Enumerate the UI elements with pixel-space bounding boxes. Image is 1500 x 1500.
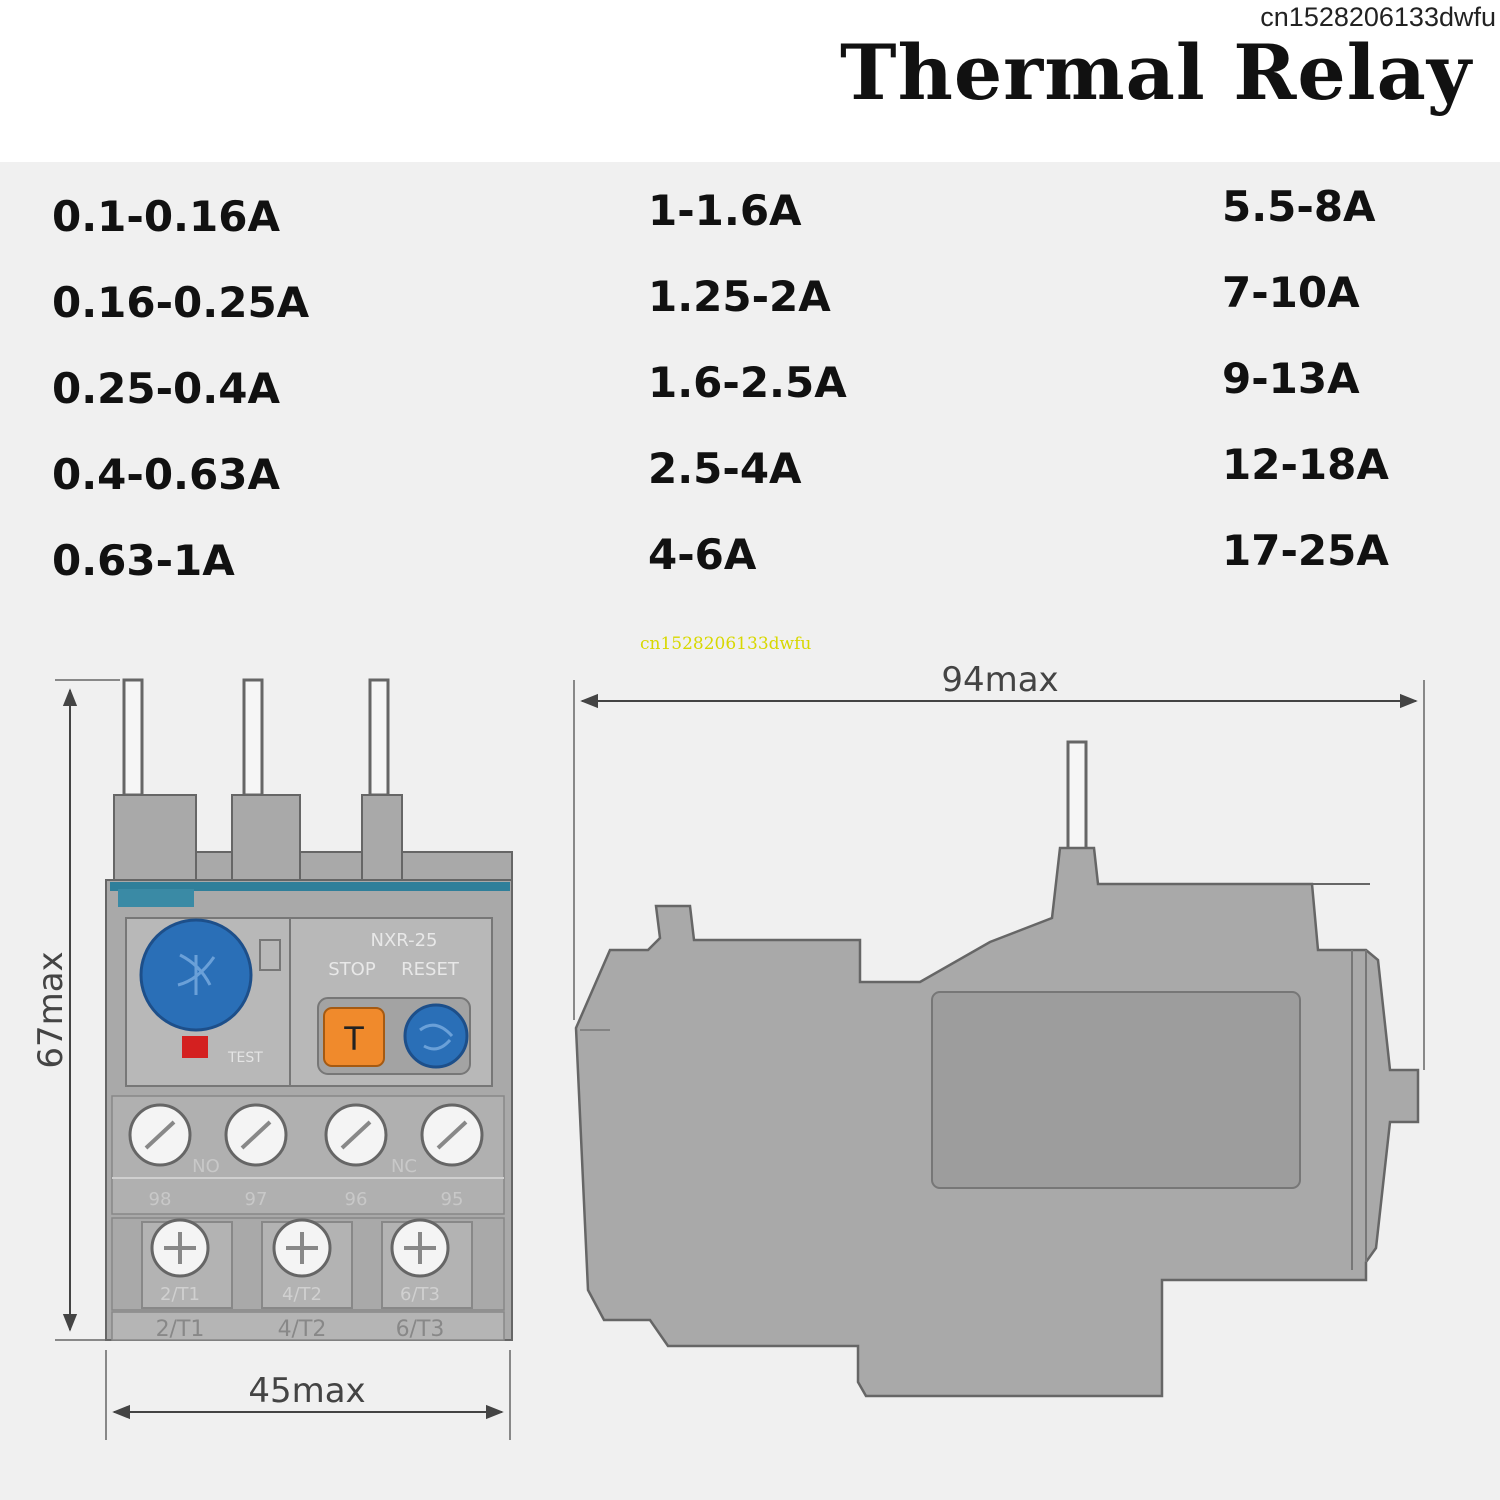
height-dimension-label: 67max	[31, 951, 71, 1068]
page-title: Thermal Relay	[840, 28, 1472, 117]
aux-nc-label: NC	[391, 1156, 417, 1177]
range-item: 9-13A	[1222, 354, 1360, 403]
test-button-label: T	[343, 1020, 364, 1058]
range-item: 0.16-0.25A	[52, 278, 310, 327]
main-terminal-label: 6/T3	[396, 1317, 445, 1342]
range-item: 4-6A	[648, 530, 757, 579]
range-item: 7-10A	[1222, 268, 1360, 317]
depth-dimension-label: 94max	[941, 660, 1058, 700]
range-item: 1.25-2A	[648, 272, 831, 321]
range-item: 0.4-0.63A	[52, 450, 280, 499]
range-item: 0.1-0.16A	[52, 192, 280, 241]
range-item: 5.5-8A	[1222, 182, 1376, 231]
main-terminal-label: 2/T1	[156, 1317, 205, 1342]
teal-accent-strip	[110, 882, 510, 891]
test-label: TEST	[227, 1050, 263, 1066]
range-item: 2.5-4A	[648, 444, 802, 493]
range-item: 0.25-0.4A	[52, 364, 280, 413]
side-recess	[931, 991, 1301, 1189]
aux-no-label: NO	[192, 1156, 220, 1177]
side-view: 94max	[573, 660, 1425, 1398]
test-button	[323, 1007, 385, 1067]
range-column-1: 0.1-0.16A 0.16-0.25A 0.25-0.4A 0.4-0.63A…	[52, 192, 309, 622]
aux-terminal-label: 97	[245, 1189, 268, 1210]
reset-label: RESET	[401, 959, 460, 980]
main-terminal-label: 6/T3	[400, 1284, 440, 1305]
current-range-list: 0.1-0.16A 0.16-0.25A 0.25-0.4A 0.4-0.63A…	[0, 162, 1500, 632]
model-label: NXR-25	[371, 930, 438, 951]
aux-terminal-label: 96	[345, 1189, 368, 1210]
range-item: 1-1.6A	[648, 186, 802, 235]
mid-watermark: cn1528206133dwfu	[640, 634, 812, 654]
range-item: 0.63-1A	[52, 536, 235, 585]
main-terminal-label: 2/T1	[160, 1284, 200, 1305]
width-dimension-label: 45max	[248, 1371, 365, 1411]
aux-terminal-label: 95	[441, 1189, 464, 1210]
aux-terminal-label: 98	[149, 1189, 172, 1210]
range-column-3: 5.5-8A 7-10A 9-13A 12-18A 17-25A	[1222, 182, 1389, 612]
range-column-2: 1-1.6A 1.25-2A 1.6-2.5A 2.5-4A 4-6A	[648, 186, 847, 616]
stop-label: STOP	[328, 959, 376, 980]
terminal-pin	[122, 678, 144, 797]
front-view: 67max 45max TEST NXR-25 STOP RESET	[31, 678, 513, 1440]
main-terminal-label: 4/T2	[282, 1284, 322, 1305]
reset-knob	[403, 1003, 469, 1069]
terminal-pin	[242, 678, 264, 797]
range-item: 1.6-2.5A	[648, 358, 847, 407]
terminal-pin	[368, 678, 390, 797]
range-item: 12-18A	[1222, 440, 1389, 489]
trip-indicator	[182, 1036, 208, 1058]
main-terminal-label: 4/T2	[278, 1317, 327, 1342]
terminal-pin	[1066, 740, 1088, 854]
range-item: 17-25A	[1222, 526, 1389, 575]
watermark-text: cn1528206133dwfu	[1260, 2, 1496, 32]
